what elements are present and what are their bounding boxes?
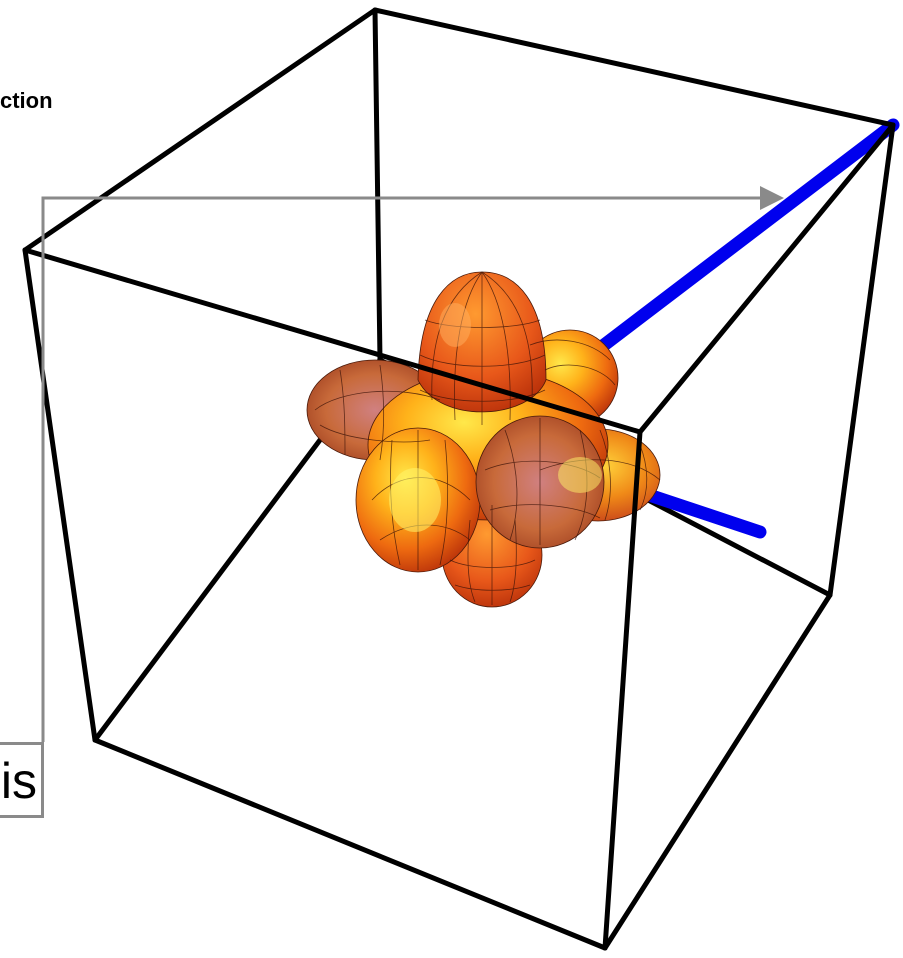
axis-label-box: is [0,742,44,818]
arrowhead-right-icon [760,186,784,210]
cube-edge [372,7,383,363]
cube-edge [22,247,643,435]
lobed-surface [306,271,661,608]
cube-front-edges [22,7,896,951]
top-label: ction [0,88,53,113]
cube-edge [22,7,378,253]
cube-edge [637,122,896,435]
leader-arrow [41,196,760,742]
cube-edge [602,429,643,951]
cube-edge [827,122,896,598]
cube-edge [22,247,98,743]
cube-edge [602,592,833,951]
axis-label-text: is [0,753,37,809]
cube-edge [372,7,896,128]
cube-edge [92,737,608,951]
